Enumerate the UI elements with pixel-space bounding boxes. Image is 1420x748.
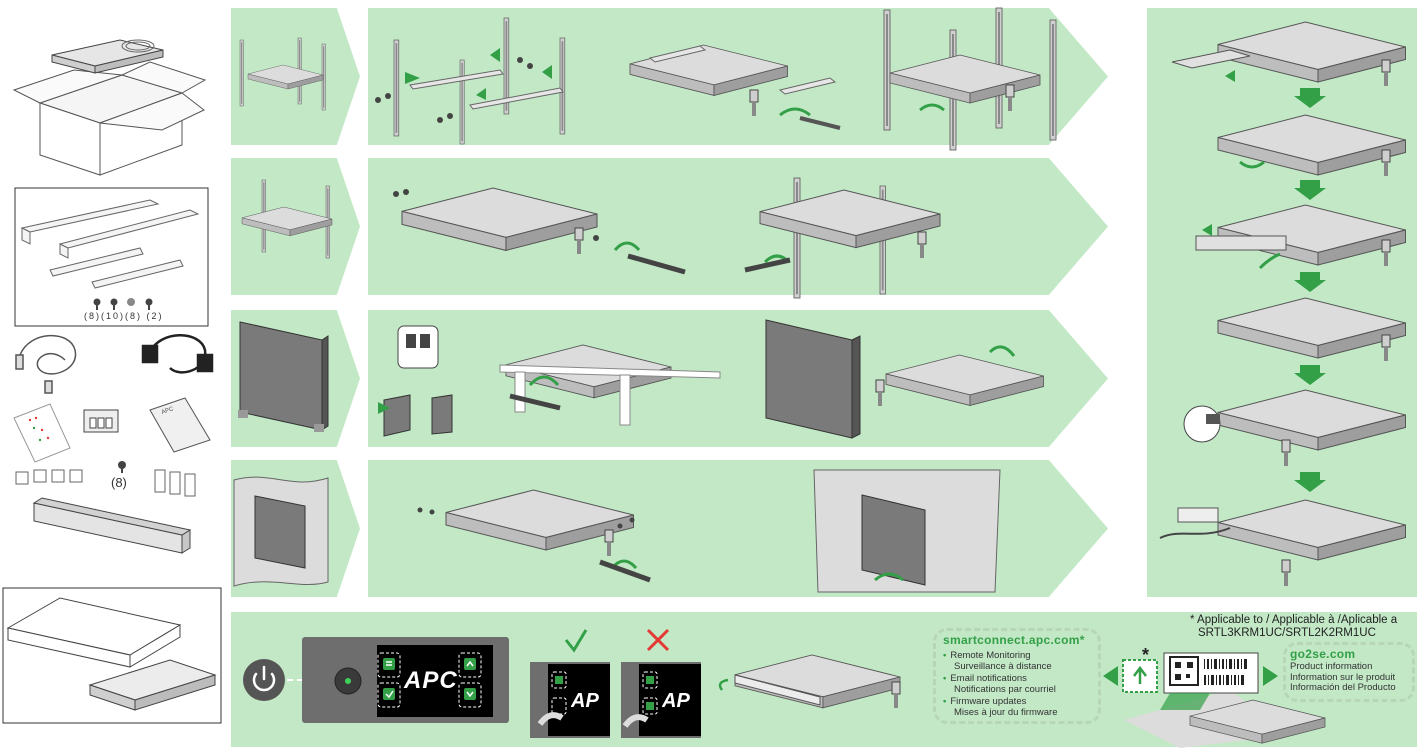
battery-arrow-3 [1294, 272, 1326, 292]
label-arrow-right [1263, 666, 1278, 686]
front-display-panel [302, 637, 509, 723]
row1-rack-mount [883, 7, 1057, 151]
mounting-brackets [15, 469, 83, 485]
feature-3-fr: Mises à jour du firmware [954, 706, 1058, 718]
battery-step-1 [1171, 21, 1406, 87]
go2se-line-2: Information sur le produit [1290, 671, 1396, 683]
battery-install-panel [1147, 8, 1417, 597]
feature-2-en: Email notifications [950, 673, 1027, 684]
battery-step-2 [1217, 114, 1406, 177]
incorrect-press-example [621, 662, 701, 738]
label-arrow-left [1103, 666, 1118, 686]
battery-pack [88, 659, 217, 711]
applicable-line-1: * Applicable to / Applicable à /Aplicabl… [1190, 614, 1398, 626]
screw-count-2: (8) [125, 311, 143, 321]
battery-arrow-5 [1294, 472, 1326, 492]
screw-count-labels: (8)(10)(8) (2) [84, 311, 164, 321]
applicable-models: SRTL3KRM1UC/SRTL2K2RM1UC [1198, 627, 1376, 639]
row3-tower-feet [378, 325, 721, 437]
foot-brackets [154, 469, 196, 497]
single-screw-count: (8) [111, 475, 127, 490]
correct-press-example [530, 662, 610, 738]
row2-rack-secure [744, 177, 941, 299]
quick-guide-card [13, 403, 71, 463]
feature-1-fr: Surveillance à distance [954, 660, 1052, 672]
row2-overview-drawing [241, 179, 333, 259]
battery-arrow-1 [1294, 88, 1326, 108]
go2se-info: Product information Information sur le p… [1290, 661, 1396, 694]
feature-3-en: Firmware updates [950, 696, 1027, 707]
power-cord [141, 334, 214, 374]
row3-tower-stand [765, 319, 1044, 439]
row3-tower-overview [238, 321, 329, 432]
row4-wall-brackets [417, 489, 651, 583]
screw-count-0: (8) [84, 311, 101, 321]
single-screw [118, 461, 126, 473]
go2se-line-1: Product information [1290, 661, 1373, 672]
row1-ears-attach [629, 44, 841, 130]
qr-barcode-label [1124, 652, 1326, 748]
power-button-icon [243, 659, 285, 701]
battery-step-6 [1159, 499, 1406, 587]
row2-ears-attach [393, 187, 686, 275]
rail-kit [20, 199, 200, 289]
usb-cable [15, 334, 77, 394]
user-manual: APC [149, 397, 211, 453]
ups-unit-in-box [51, 39, 164, 74]
screw-set [93, 298, 153, 310]
screw-count-3: (2) [146, 311, 164, 321]
battery-arrow-4 [1294, 365, 1326, 385]
screw-count-1: (10) [101, 311, 126, 321]
battery-box [6, 597, 182, 668]
asterisk-marker: * [1142, 645, 1150, 665]
battery-step-3 [1195, 204, 1406, 270]
apc-logo-incorrect: AP [662, 690, 690, 712]
battery-arrow-2 [1294, 180, 1326, 200]
applicable-note: * Applicable to / Applicable à /Aplicabl… [1190, 614, 1397, 640]
svg-text:APC: APC [161, 406, 175, 416]
battery-step-5 [1183, 389, 1406, 467]
row1-rail-install [375, 17, 566, 145]
go2se-url[interactable]: go2se.com [1290, 647, 1356, 661]
bottom-ups-with-bezel [718, 654, 901, 709]
correct-check-icon [564, 629, 588, 653]
row1-overview-drawing [239, 37, 326, 111]
apc-logo: APC [404, 667, 458, 694]
feature-2-fr: Notifications par courriel [954, 683, 1056, 695]
terminal-block [83, 409, 119, 433]
battery-step-4 [1217, 297, 1406, 362]
shipping-box [12, 61, 207, 176]
go2se-box [1283, 642, 1415, 702]
upload-qr-icon [1122, 659, 1158, 693]
go2se-line-3: Información del Producto [1290, 682, 1396, 693]
apc-logo-correct: AP [571, 690, 599, 712]
front-bezel [32, 497, 192, 554]
row4-wall-mount [813, 469, 1001, 593]
smartconnect-url[interactable]: smartconnect.apc.com* [943, 633, 1085, 647]
row4-wall-overview [233, 476, 329, 587]
feature-1-en: Remote Monitoring [950, 650, 1031, 661]
incorrect-cross-icon [646, 628, 670, 652]
smartconnect-box [933, 628, 1101, 724]
